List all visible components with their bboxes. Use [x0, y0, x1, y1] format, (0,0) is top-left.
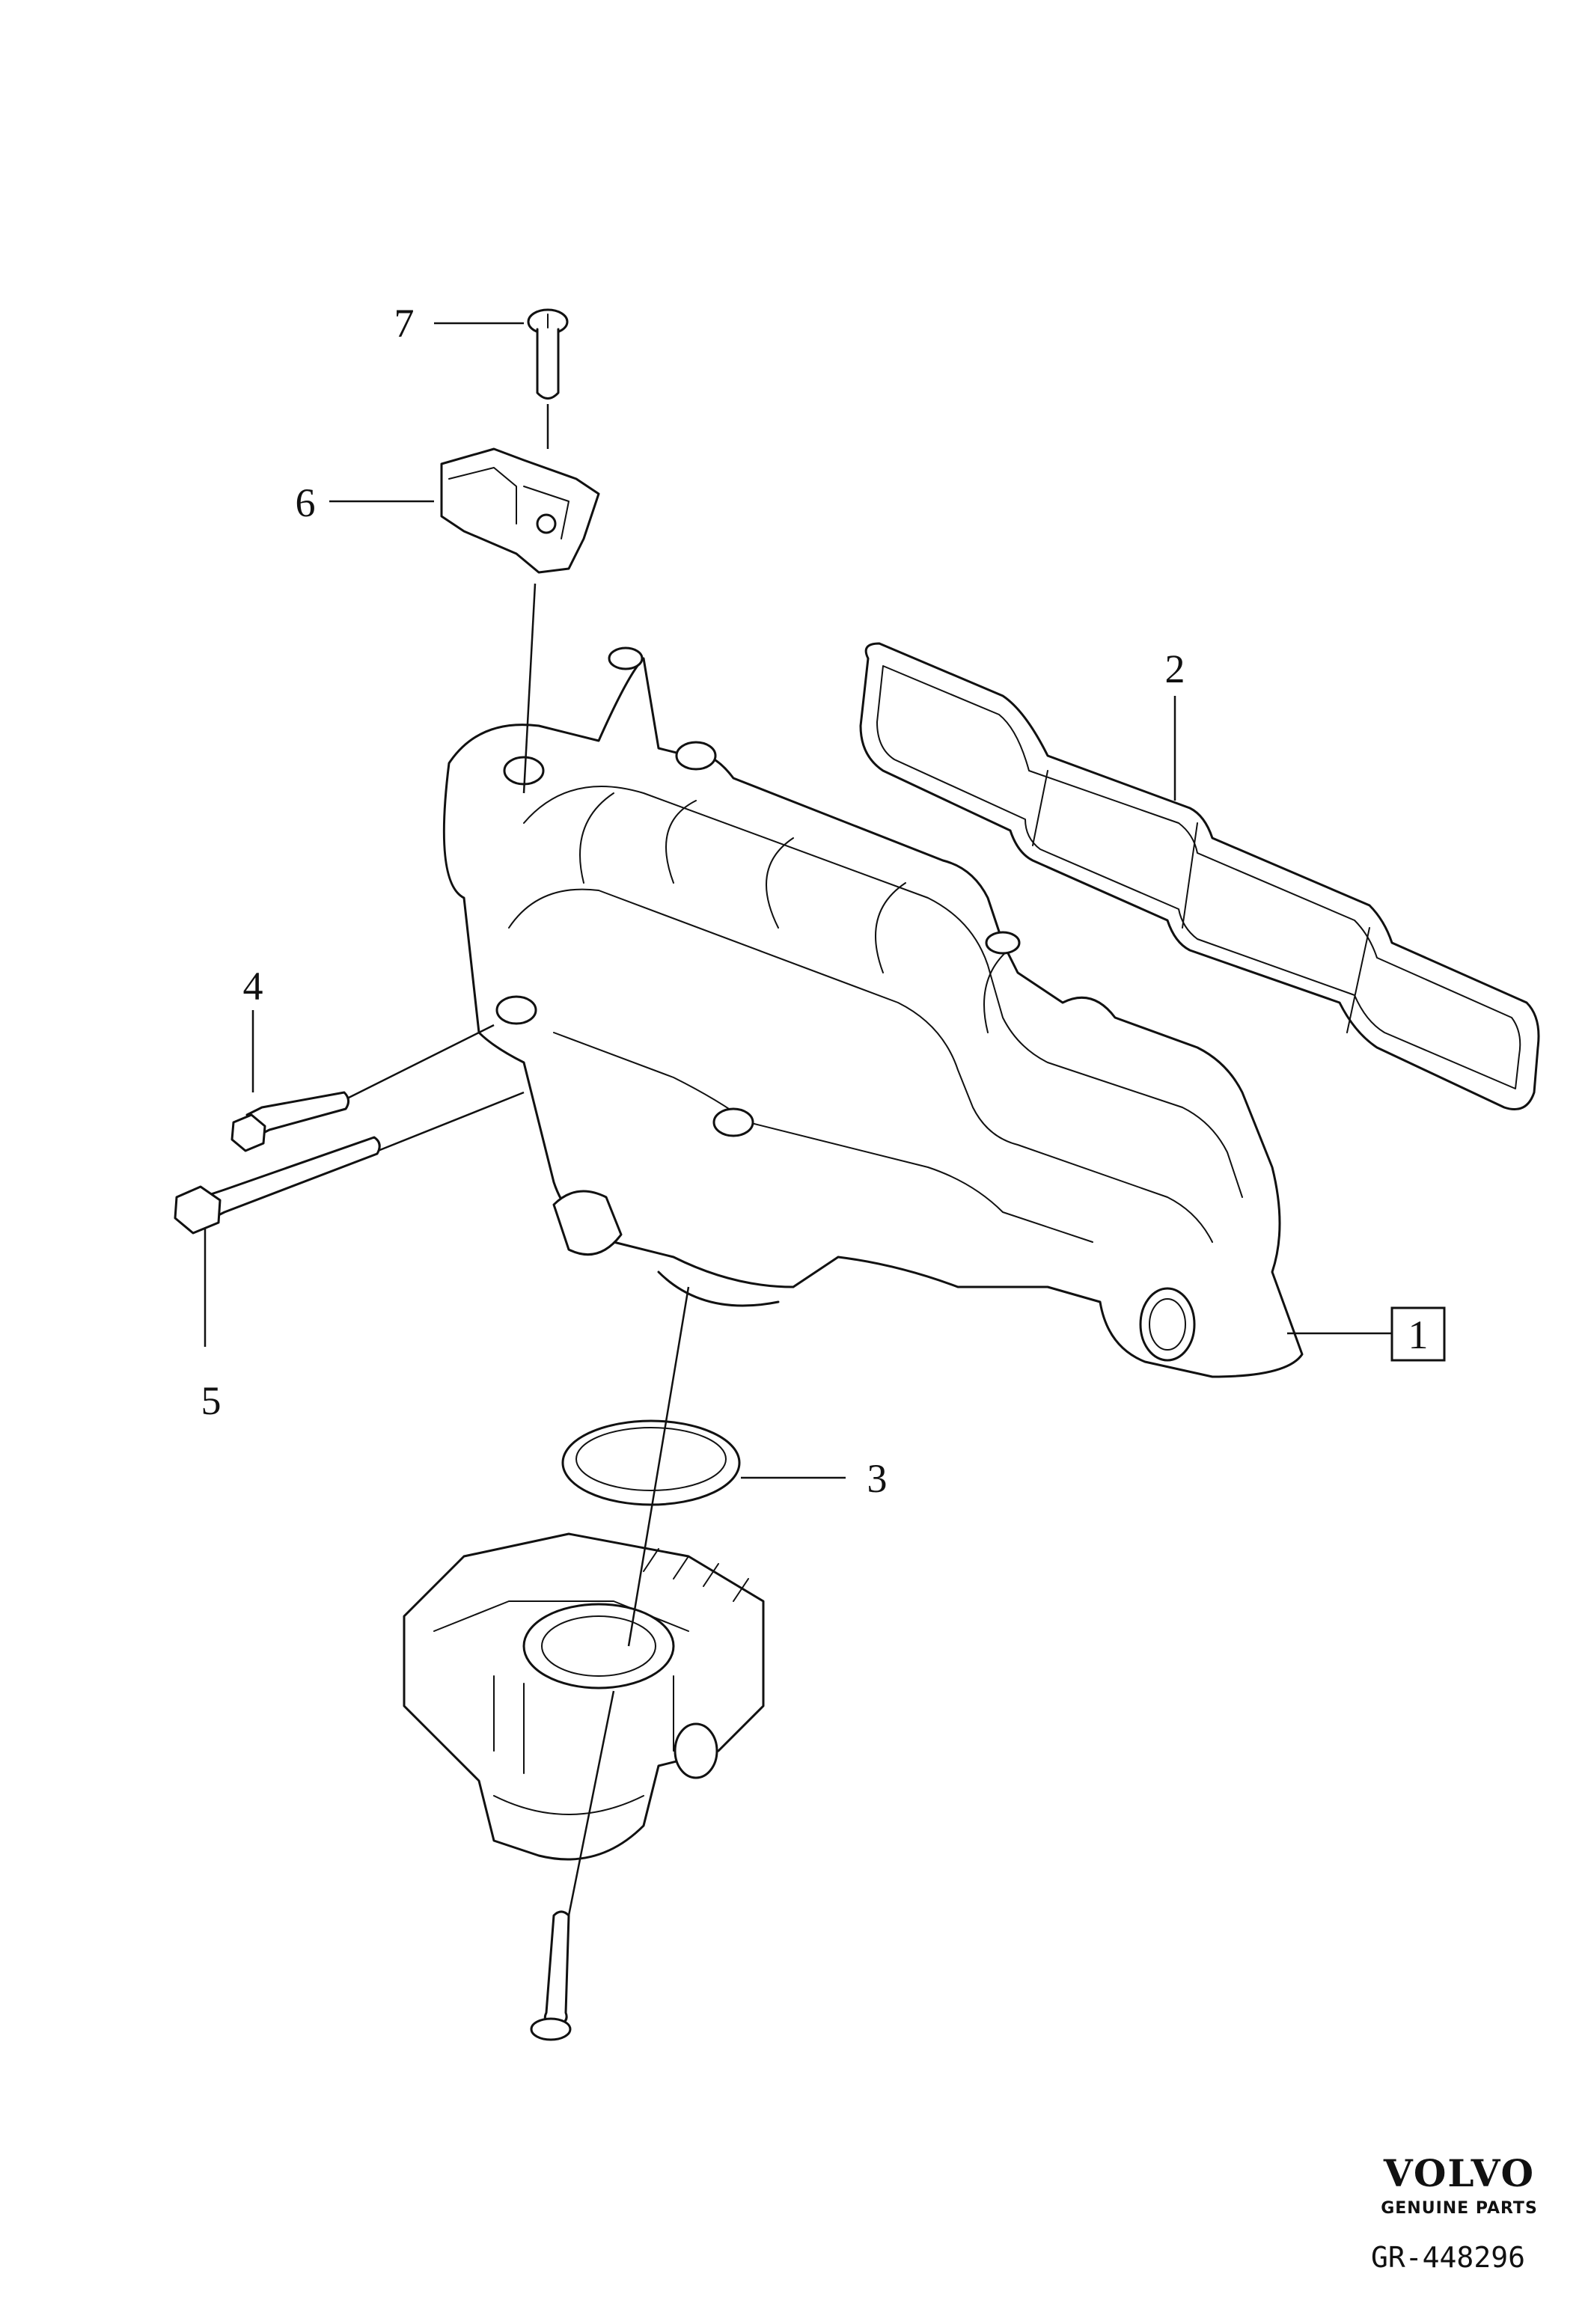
intake-manifold-part-1: [442, 646, 1304, 1378]
callout-3: 3: [867, 1456, 888, 1501]
callout-1-box: [1390, 1306, 1446, 1362]
callout-5: 5: [201, 1378, 222, 1423]
leader-6-axis: [522, 583, 537, 794]
callout-labels: 7 6 2 4 5 1 3: [201, 301, 1446, 1501]
callout-2: 2: [1165, 646, 1185, 691]
callout-4: 4: [243, 964, 263, 1009]
sensor-part-6: [440, 447, 600, 574]
leader-5-axis: [373, 1091, 525, 1154]
brand-logo: VOLVO: [1383, 2151, 1535, 2195]
screw-part-7: [527, 308, 569, 400]
leader-4-axis: [343, 1024, 495, 1101]
seal-ring-part-3: [561, 1419, 741, 1506]
callout-7: 7: [394, 301, 415, 346]
diagram-reference: GR-448296: [1371, 2241, 1525, 2274]
leader-3-axis: [627, 1286, 690, 1647]
brand-tagline: GENUINE PARTS: [1381, 2199, 1538, 2218]
callout-1: 1: [1408, 1312, 1429, 1357]
throttle-screw: [530, 1910, 572, 2041]
gasket-part-2: [859, 642, 1540, 1110]
bolt-part-5: [174, 1136, 381, 1235]
bolt-part-4: [230, 1091, 349, 1152]
brand-block: VOLVO GENUINE PARTS GR-448296: [1371, 2151, 1538, 2274]
callout-6: 6: [296, 480, 316, 525]
throttle-body: [403, 1532, 765, 1861]
leader-lines: [204, 322, 1392, 1916]
leader-throttle-axis: [567, 1690, 615, 1916]
